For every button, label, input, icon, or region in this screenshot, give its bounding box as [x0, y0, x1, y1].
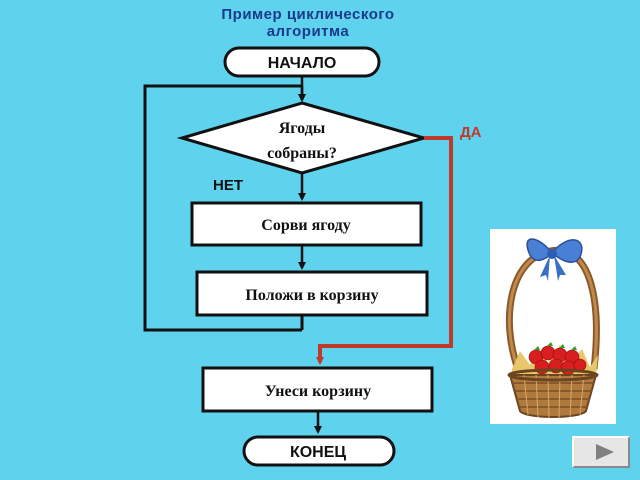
label-yes: ДА: [460, 124, 482, 141]
slide-title-line2: алгоритма: [266, 23, 350, 40]
yes-branch-line: [318, 136, 453, 362]
step2-label: Положи в корзину: [245, 287, 378, 304]
slide-title: Пример циклического алгоритма: [0, 6, 616, 40]
step1-label: Сорви ягоду: [261, 217, 350, 234]
condition-line2: собраны?: [267, 145, 337, 162]
slide-title-line1: Пример циклического: [221, 6, 395, 23]
end-terminal: КОНЕЦ: [242, 435, 396, 467]
label-no: НЕТ: [213, 177, 243, 194]
end-label: КОНЕЦ: [290, 444, 346, 461]
step3-label: Унеси корзину: [265, 383, 371, 400]
start-terminal: НАЧАЛО: [223, 46, 381, 78]
basket-with-strawberries-icon: [490, 229, 616, 424]
next-slide-button[interactable]: [572, 436, 630, 468]
next-slide-arrow-icon: [596, 444, 614, 460]
process-step-pick-berry: Сорви ягоду: [190, 201, 423, 247]
loop-back-line: [143, 84, 302, 332]
process-step-carry-basket: Унеси корзину: [201, 366, 434, 413]
start-label: НАЧАЛО: [268, 55, 337, 72]
process-step-put-in-basket: Положи в корзину: [195, 270, 429, 317]
condition-line1: Ягоды: [279, 120, 326, 137]
condition-diamond: Ягоды собраны?: [176, 101, 430, 175]
